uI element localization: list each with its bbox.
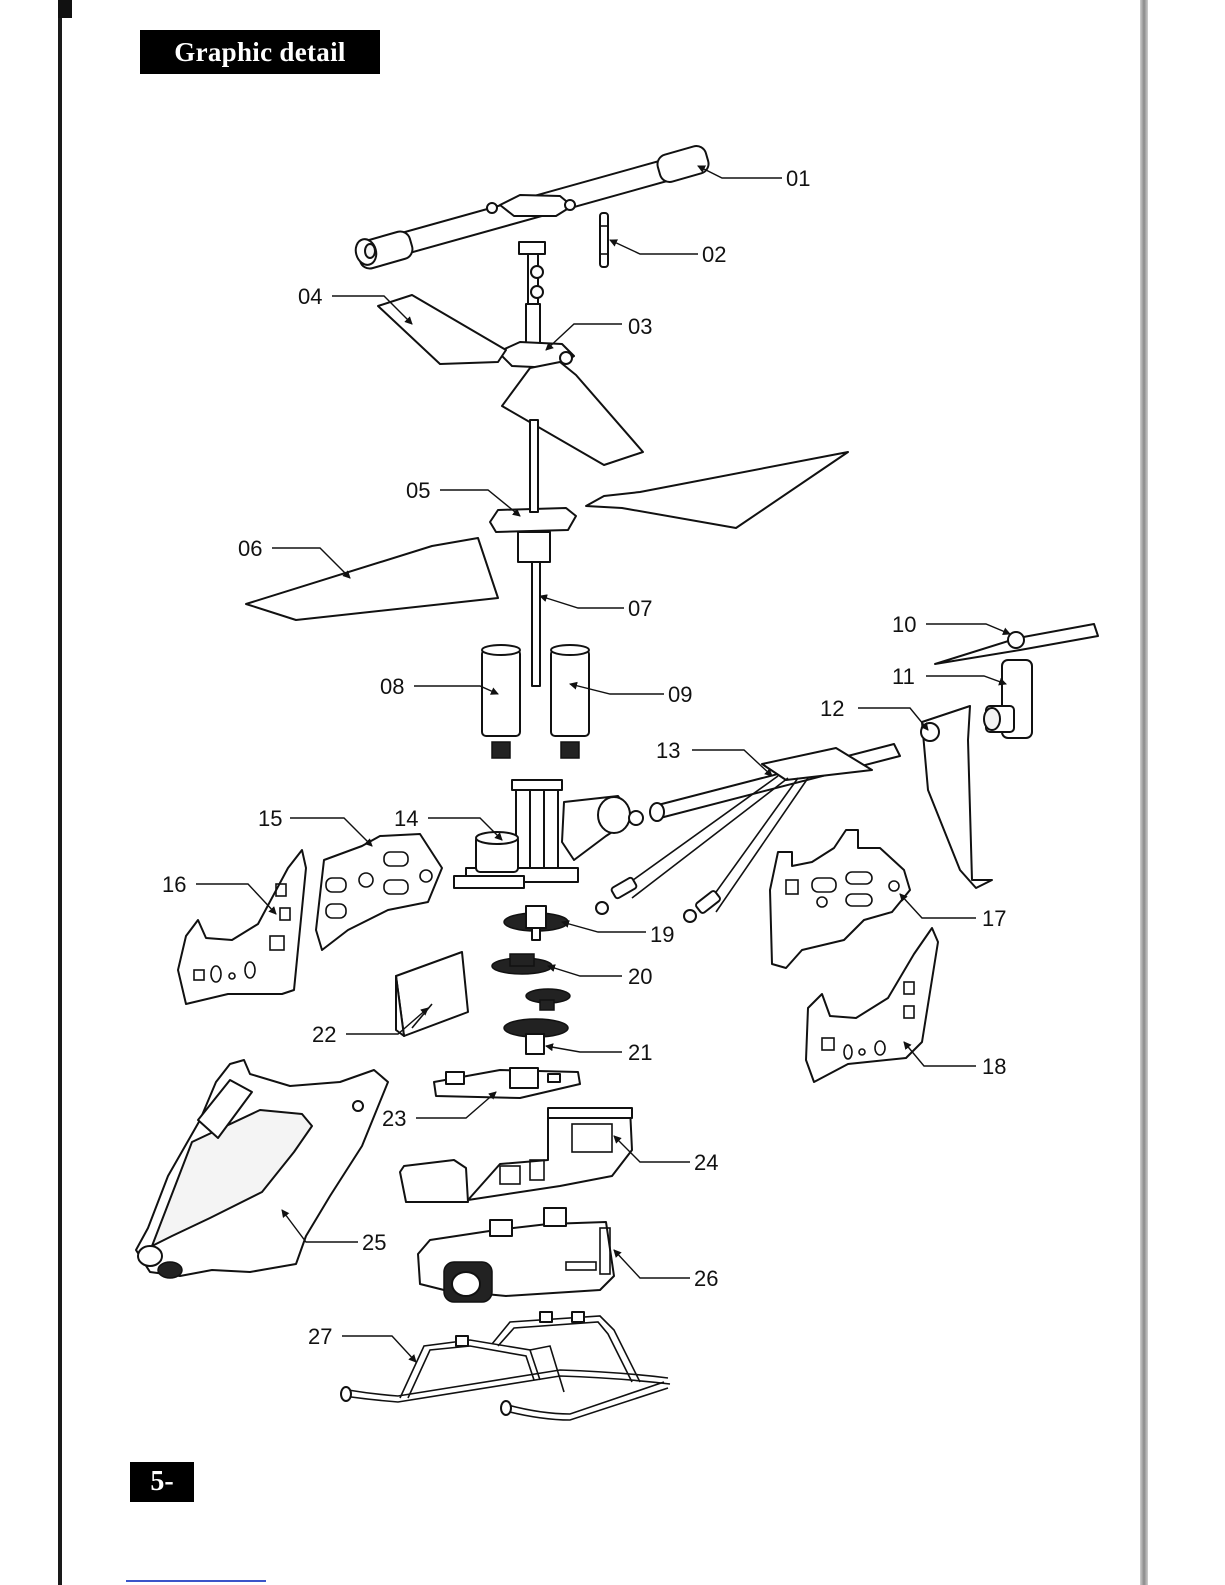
part-17-side-plate	[770, 830, 910, 968]
callout-19: 19	[650, 922, 674, 947]
callout-16: 16	[162, 872, 186, 897]
callout-21: 21	[628, 1040, 652, 1065]
part-02-pin	[600, 213, 608, 267]
callout-12: 12	[820, 696, 844, 721]
bottom-link-underline	[126, 1580, 266, 1582]
callout-20: 20	[628, 964, 652, 989]
callout-26: 26	[694, 1266, 718, 1291]
callout-10: 10	[892, 612, 916, 637]
part-14-main-frame	[454, 780, 643, 888]
part-07-main-shaft	[532, 562, 540, 686]
callout-11: 11	[892, 664, 915, 689]
part-03-rotor-head	[498, 242, 574, 368]
page-number-badge: 5-	[130, 1462, 194, 1502]
callout-14: 14	[394, 806, 418, 831]
part-10-tail-rotor	[935, 624, 1098, 664]
part-27-landing-skid	[341, 1312, 670, 1420]
callout-04: 04	[298, 284, 322, 309]
callout-06: 06	[238, 536, 262, 561]
part-04-upper-blades	[378, 295, 643, 465]
callout-13: 13	[656, 738, 680, 763]
callout-09: 09	[668, 682, 692, 707]
callout-23: 23	[382, 1106, 406, 1131]
part-24-chassis	[400, 1108, 632, 1202]
callout-07: 07	[628, 596, 652, 621]
callout-24: 24	[694, 1150, 718, 1175]
callout-27: 27	[308, 1324, 332, 1349]
part-11-tail-motor	[984, 660, 1032, 738]
part-09-motor	[551, 645, 589, 758]
part-15-side-plate	[316, 834, 442, 950]
callout-22: 22	[312, 1022, 336, 1047]
part-12-tail-fin	[921, 706, 992, 888]
part-23-circuit-board	[434, 1068, 580, 1098]
callout-15: 15	[258, 806, 282, 831]
part-08-motor	[482, 645, 520, 758]
callout-18: 18	[982, 1054, 1006, 1079]
part-16-side-frame	[178, 850, 306, 1004]
callout-05: 05	[406, 478, 430, 503]
part-25-canopy	[136, 1060, 388, 1278]
callout-03: 03	[628, 314, 652, 339]
callout-02: 02	[702, 242, 726, 267]
part-20-gear	[492, 954, 570, 1010]
part-22-battery	[396, 952, 468, 1036]
callout-25: 25	[362, 1230, 386, 1255]
part-19-gear	[504, 906, 568, 940]
callout-08: 08	[380, 674, 404, 699]
callout-17: 17	[982, 906, 1006, 931]
part-26-battery-holder	[418, 1208, 614, 1302]
callout-01: 01	[786, 166, 810, 191]
